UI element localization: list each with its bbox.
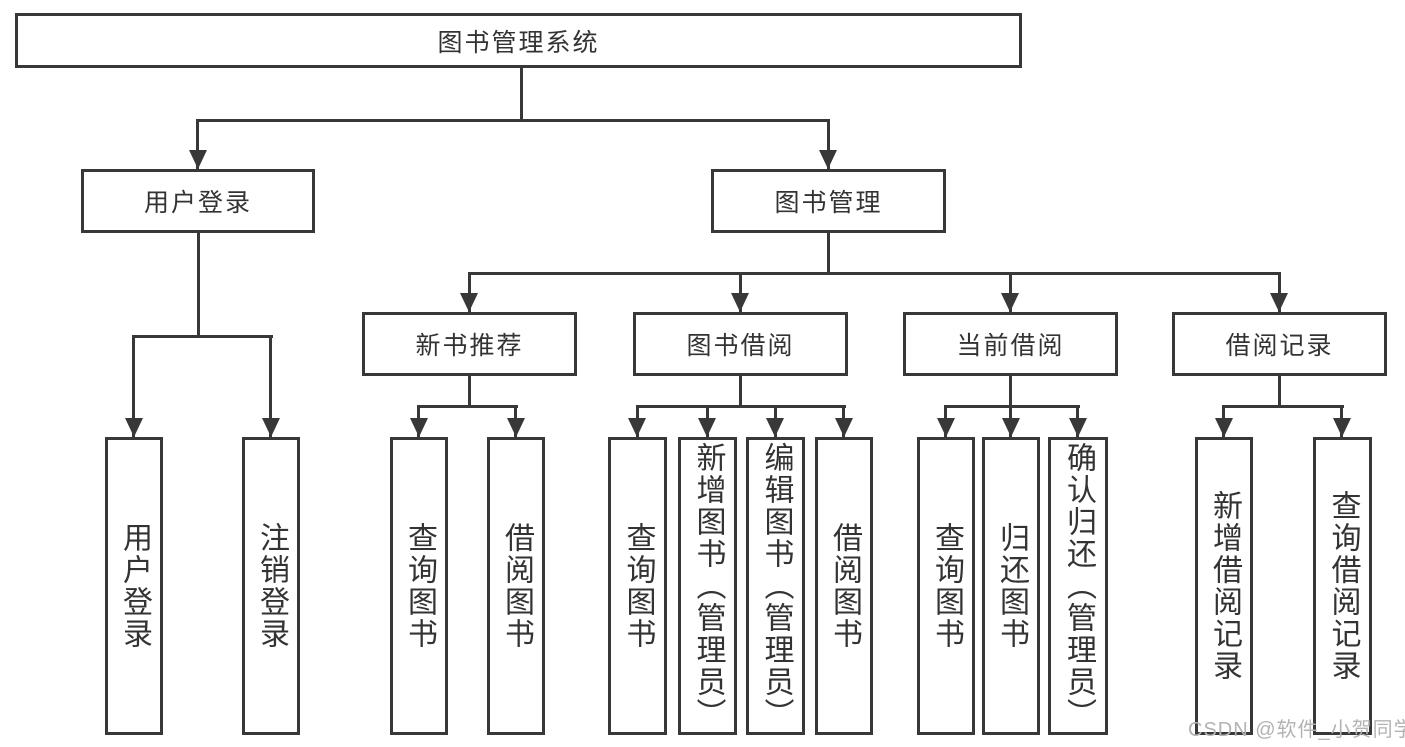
node-book-mgmt: 图书管理	[711, 169, 946, 233]
connector-drop-leaf-logout	[269, 335, 272, 437]
connector-drop-book-borrow	[739, 272, 742, 312]
leaf-newbooks-query: 查询图书	[390, 437, 448, 735]
arrow-down-icon	[937, 418, 955, 437]
arrow-down-icon	[1270, 293, 1288, 312]
leaf-newbooks-borrow: 借阅图书	[487, 437, 545, 735]
node-borrow-records: 借阅记录	[1172, 312, 1387, 376]
leaf-borrow-edit: 编辑图书（管理员）	[746, 437, 805, 735]
connector-root-stem	[520, 68, 523, 122]
arrow-down-icon	[189, 150, 207, 169]
arrow-down-icon	[628, 418, 646, 437]
connector-user-stem	[197, 233, 200, 337]
leaf-current-confirm: 确认归还（管理员）	[1048, 437, 1108, 735]
arrow-down-icon	[819, 150, 837, 169]
arrow-down-icon	[1069, 418, 1087, 437]
arrow-down-icon	[835, 418, 853, 437]
node-current-borrow: 当前借阅	[903, 312, 1118, 376]
leaf-logout: 注销登录	[242, 437, 300, 735]
connector-records-rail	[1222, 405, 1344, 408]
connector-currentborrow-stem	[1009, 376, 1012, 408]
arrow-down-icon	[1002, 418, 1020, 437]
node-user-login: 用户登录	[81, 169, 315, 233]
arrow-down-icon	[460, 293, 478, 312]
arrow-down-icon	[507, 418, 525, 437]
arrow-down-icon	[1215, 418, 1233, 437]
connector-records-stem	[1278, 376, 1281, 408]
connector-drop-user-login	[196, 119, 199, 169]
csdn-watermark: CSDN @软件_小贺同学	[1188, 719, 1405, 741]
node-root: 图书管理系统	[15, 13, 1022, 68]
arrow-down-icon	[698, 418, 716, 437]
leaf-borrow-query: 查询图书	[608, 437, 667, 735]
arrow-down-icon	[410, 418, 428, 437]
connector-bookmgmt-rail	[468, 272, 1281, 275]
connector-drop-current-borrow	[1009, 272, 1012, 312]
connector-user-rail	[133, 335, 273, 338]
arrow-down-icon	[731, 293, 749, 312]
connector-bookborrow-rail	[636, 405, 846, 408]
connector-drop-book-mgmt	[827, 119, 830, 169]
connector-drop-new-books	[468, 272, 471, 312]
connector-currentborrow-rail	[944, 405, 1080, 408]
leaf-borrow-borrow: 借阅图书	[815, 437, 873, 735]
connector-drop-leaf-login	[132, 335, 135, 437]
connector-newbooks-stem	[468, 376, 471, 408]
connector-bookborrow-stem	[739, 376, 742, 408]
connector-bookmgmt-stem	[827, 233, 830, 275]
arrow-down-icon	[1001, 293, 1019, 312]
arrow-down-icon	[766, 418, 784, 437]
arrow-down-icon	[1333, 418, 1351, 437]
leaf-current-query: 查询图书	[917, 437, 975, 735]
leaf-records-add: 新增借阅记录	[1195, 437, 1253, 735]
arrow-down-icon	[262, 418, 280, 437]
connector-drop-borrow-records	[1278, 272, 1281, 312]
leaf-borrow-add: 新增图书（管理员）	[678, 437, 737, 735]
arrow-down-icon	[125, 418, 143, 437]
leaf-records-query: 查询借阅记录	[1313, 437, 1372, 735]
leaf-current-return: 归还图书	[982, 437, 1040, 735]
connector-root-rail	[197, 119, 830, 122]
leaf-user-login: 用户登录	[105, 437, 163, 735]
connector-newbooks-rail	[417, 405, 518, 408]
node-book-borrow: 图书借阅	[633, 312, 848, 376]
node-new-books: 新书推荐	[362, 312, 577, 376]
